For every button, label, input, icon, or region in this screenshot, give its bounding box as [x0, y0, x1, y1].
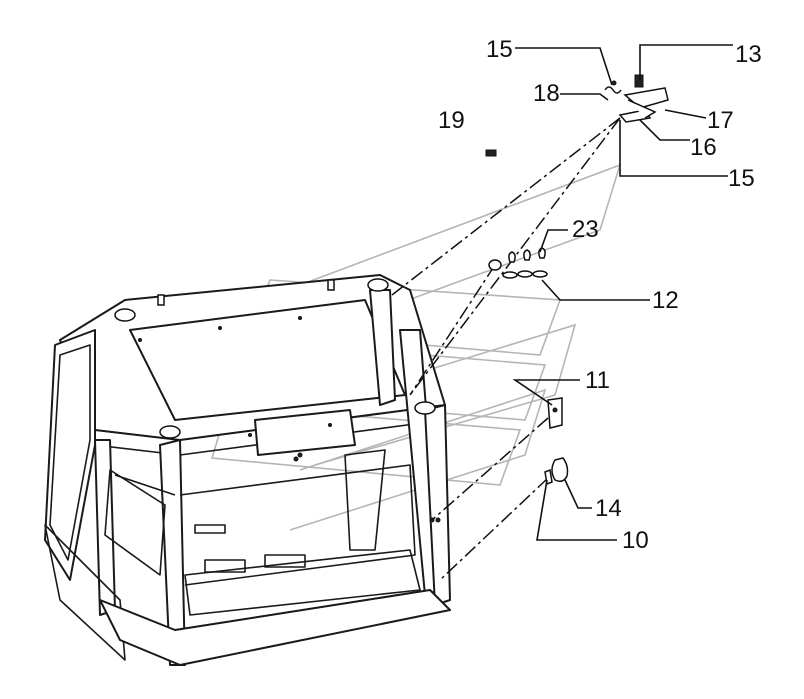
callout-labels: 15 13 18 17 19 16 15 23 12 11 14 10 — [438, 36, 762, 554]
callout-16: 16 — [690, 134, 717, 161]
callout-23: 23 — [572, 216, 599, 243]
leader-lines — [512, 44, 733, 541]
callout-17: 17 — [707, 107, 734, 134]
callout-15-top: 15 — [486, 36, 513, 63]
callout-18: 18 — [533, 80, 560, 107]
callout-11: 11 — [585, 367, 610, 394]
parts — [485, 74, 669, 486]
part-19 — [485, 149, 497, 157]
assembly-lines — [391, 117, 621, 581]
callout-13: 13 — [735, 41, 762, 68]
callout-15-lower: 15 — [728, 165, 755, 192]
cab-frame — [44, 274, 451, 666]
callout-10: 10 — [622, 527, 649, 554]
lower-bracket-assembly — [544, 397, 569, 486]
callout-12: 12 — [652, 287, 679, 314]
callout-14: 14 — [595, 495, 622, 522]
callout-19: 19 — [438, 107, 465, 134]
upper-bracket-assembly — [604, 74, 669, 123]
hardware-set — [488, 247, 548, 279]
